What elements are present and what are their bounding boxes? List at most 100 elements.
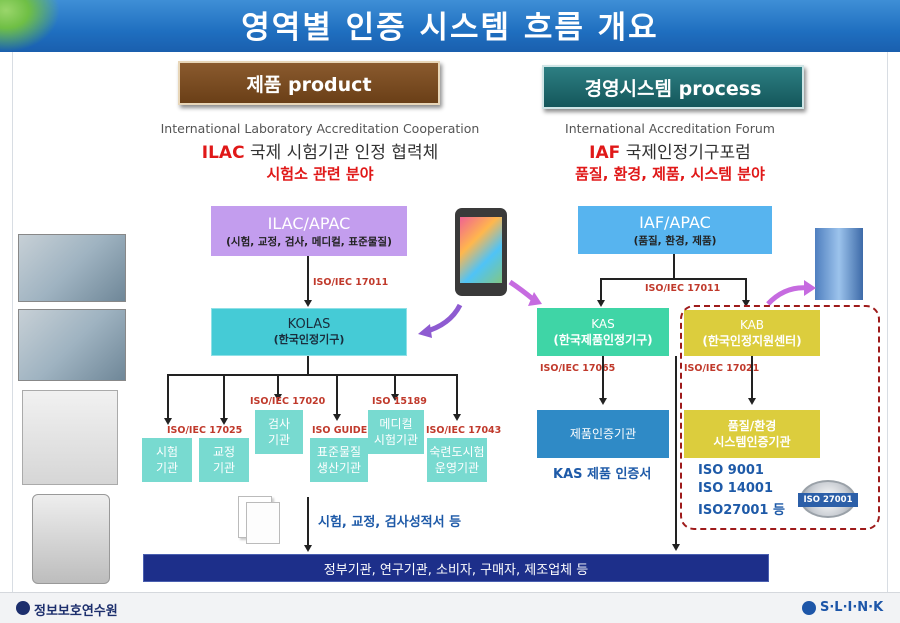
medical-lab-label: 메디컬 시험기관 (373, 416, 419, 447)
iso-27001: ISO27001 등 (698, 503, 785, 518)
iaf-apac-box: IAF/APAC (품질, 환경, 제품) (578, 206, 772, 254)
connector-line (307, 356, 309, 374)
footer: 정보보호연수원 S·L·I·N·K (0, 592, 900, 623)
connector-line (307, 497, 309, 545)
curved-arrow-right (766, 280, 816, 306)
iaf-apac-sub: (품질, 환경, 제품) (633, 234, 717, 247)
iso-14001: ISO 14001 (698, 481, 774, 496)
iso-17020-label: ISO/IEC 17020 (250, 396, 326, 407)
kolas-title: KOLAS (287, 316, 331, 332)
connector-line (751, 356, 753, 398)
calibration-institution-box: 교정 기관 (199, 438, 249, 482)
lab-photo-2 (18, 309, 126, 381)
page-title: 영역별 인증 시스템 흐름 개요 (241, 10, 659, 46)
iaf-english-name: International Accreditation Forum (565, 121, 775, 136)
arrow-down (672, 544, 680, 551)
leaf-decoration (0, 0, 60, 52)
arrow-down (599, 398, 607, 405)
kab-title: KAB (739, 317, 765, 332)
iso-15189-label: ISO 15189 (372, 396, 427, 407)
academy-logo-text: 정보보호연수원 (34, 604, 118, 619)
stakeholders-bar: 정부기관, 연구기관, 소비자, 구매자, 제조업체 등 (143, 554, 769, 582)
system-cert-label: 품질/환경 시스템인증기관 (713, 418, 791, 449)
proficiency-testing-label: 숙련도시험 운영기관 (429, 444, 485, 475)
ilac-korean-name: ILAC 국제 시험기관 인정 협력체 (150, 138, 490, 163)
kolas-sub: (한국인정기구) (273, 333, 345, 347)
branch-line (394, 374, 396, 394)
certificate-text: 시험, 교정, 검사성적서 등 (318, 515, 462, 530)
product-cert-box: 제품인증기관 (537, 410, 669, 458)
lab-photo-1 (18, 234, 126, 302)
title-bar: 영역별 인증 시스템 흐름 개요 (0, 0, 900, 52)
arrow-down (742, 300, 750, 307)
kolas-box: KOLAS (한국인정기구) (211, 308, 407, 356)
branch-line (745, 278, 747, 300)
document-icon (246, 502, 280, 544)
test-equipment-photo (22, 390, 118, 485)
iaf-korean-desc: 국제인정기구포럼 (625, 143, 751, 163)
ilac-apac-title: ILAC/APAC (267, 214, 351, 234)
arrow-down (597, 300, 605, 307)
connector-line (602, 356, 604, 398)
system-cert-box: 품질/환경 시스템인증기관 (684, 410, 820, 458)
kab-sub: (한국인정지원센터) (702, 334, 802, 348)
product-cert-label: 제품인증기관 (569, 426, 637, 441)
iso-17021-label: ISO/IEC 17021 (684, 363, 760, 374)
connector-line (673, 254, 675, 278)
branch-line (600, 278, 746, 280)
arrow-down (220, 418, 228, 425)
branch-line (600, 278, 602, 300)
iaf-abbr: IAF (589, 143, 621, 163)
arrow-down (453, 414, 461, 421)
arrow-down (333, 414, 341, 421)
kas-sub: (한국제품인정기구) (553, 333, 653, 347)
iaf-field: 품질, 환경, 제품, 시스템 분야 (575, 165, 765, 183)
slink-logo-icon (802, 601, 816, 615)
branch-line (277, 374, 279, 394)
arrow-down (274, 394, 282, 401)
building-icon (815, 228, 863, 300)
iso-guide34-label: ISO GUIDE 34 (312, 425, 384, 436)
arrow-down (304, 545, 312, 552)
branch-line (167, 374, 458, 376)
slink-logo-text: S·L·I·N·K (820, 600, 884, 615)
kas-title: KAS (591, 316, 615, 331)
iso-17011-left: ISO/IEC 17011 (313, 277, 389, 288)
proficiency-testing-box: 숙련도시험 운영기관 (427, 438, 487, 482)
phone-screen (460, 217, 502, 283)
branch-line (223, 374, 225, 418)
iaf-apac-title: IAF/APAC (639, 213, 711, 233)
ilac-field: 시험소 관련 분야 (266, 165, 374, 183)
measuring-device-photo (32, 494, 110, 584)
inspection-institution-label: 검사 기관 (267, 416, 291, 447)
medical-lab-box: 메디컬 시험기관 (368, 410, 424, 454)
iso-17011-right: ISO/IEC 17011 (645, 283, 721, 294)
kab-box: KAB (한국인정지원센터) (684, 310, 820, 356)
arrow-down (391, 394, 399, 401)
ilac-apac-box: ILAC/APAC (시험, 교정, 검사, 메디컬, 표준물질) (211, 206, 407, 256)
arrow-down (748, 398, 756, 405)
test-institution-label: 시험 기관 (155, 444, 179, 475)
calibration-institution-label: 교정 기관 (212, 444, 236, 475)
branch-line (167, 374, 169, 418)
inspection-institution-box: 검사 기관 (255, 410, 303, 454)
kab-highlight-frame (680, 305, 880, 530)
ilac-abbr: ILAC (201, 143, 245, 163)
iso-17025-label: ISO/IEC 17025 (167, 425, 243, 436)
connector-line (307, 256, 309, 301)
kas-box: KAS (한국제품인정기구) (537, 308, 669, 356)
curved-arrows (418, 279, 542, 338)
product-header: 제품 product (178, 61, 440, 105)
branch-line (336, 374, 338, 414)
ilac-apac-sub: (시험, 교정, 검사, 메디컬, 표준물질) (226, 235, 392, 248)
reference-material-label: 표준물질 생산기관 (316, 444, 362, 475)
iaf-korean-name: IAF 국제인정기구포럼 (500, 138, 840, 163)
academy-logo-icon (16, 601, 30, 615)
connector-line (675, 356, 677, 544)
seal-label: ISO 27001 (798, 493, 858, 507)
kas-cert-text: KAS 제품 인증서 (553, 467, 652, 482)
ilac-english-name: International Laboratory Accreditation C… (160, 121, 480, 136)
arrow-down (164, 418, 172, 425)
process-header: 경영시스템 process (542, 65, 804, 109)
arrow-down (304, 300, 312, 307)
